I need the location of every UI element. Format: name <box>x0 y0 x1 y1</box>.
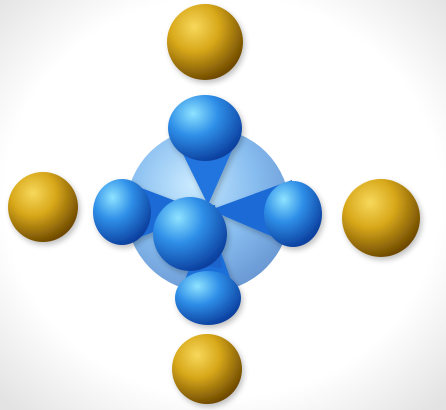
gold-sphere-top <box>167 4 243 80</box>
gold-sphere-right <box>342 179 420 257</box>
gold-sphere-bottom <box>172 334 242 404</box>
orbital-lobe-front <box>153 197 227 271</box>
gold-sphere-left <box>8 172 78 242</box>
